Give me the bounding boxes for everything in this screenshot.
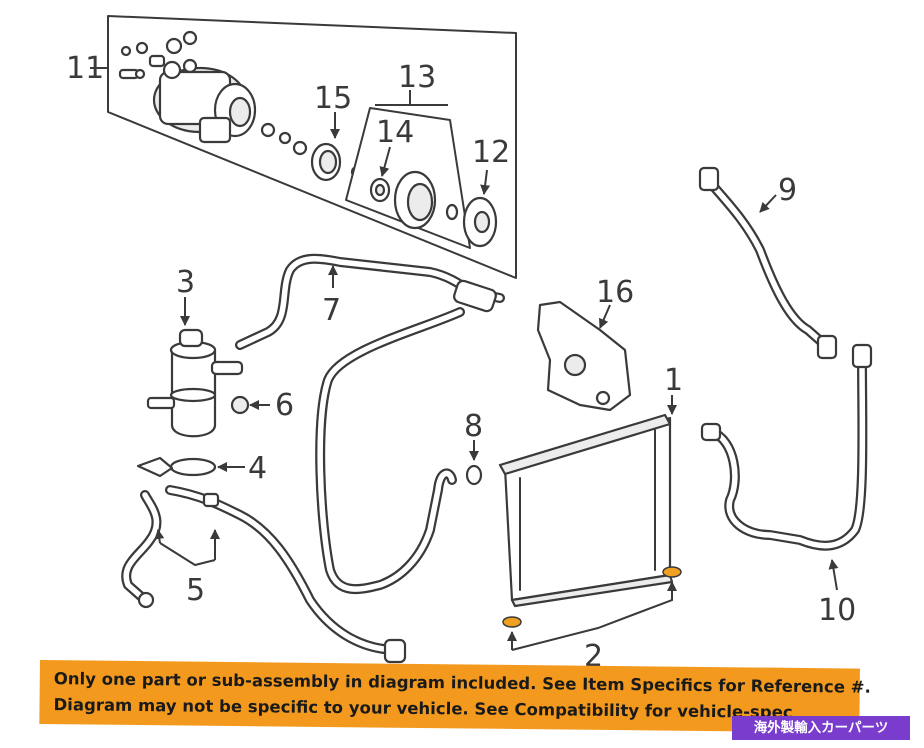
callout-10: 10	[818, 593, 856, 628]
callout-8: 8	[464, 409, 483, 444]
o-ring-icon	[465, 440, 483, 486]
hose-line-10	[700, 343, 873, 591]
callout-13: 13	[398, 60, 436, 95]
condenser-bracket-icon	[536, 300, 632, 412]
hose-line-9	[698, 166, 838, 360]
clutch-hub-icon	[369, 170, 459, 230]
callout-3: 3	[176, 265, 195, 300]
callout-15: 15	[314, 81, 352, 116]
callout-7: 7	[322, 293, 341, 328]
compressor-panel	[90, 15, 517, 279]
disclaimer-line-1: Only one part or sub-assembly in diagram…	[53, 669, 871, 697]
callout-1: 1	[664, 363, 683, 398]
callout-5: 5	[186, 573, 205, 608]
callout-14: 14	[376, 115, 414, 150]
disclaimer-line-2: Diagram may not be specific to your vehi…	[53, 695, 793, 722]
callout-4: 4	[248, 451, 267, 486]
callout-9: 9	[778, 173, 797, 208]
callout-16: 16	[596, 275, 634, 310]
callout-12: 12	[472, 135, 510, 170]
callout-11: 11	[66, 51, 104, 86]
receiver-drier-icon	[146, 297, 244, 438]
compressor-icon	[152, 58, 257, 144]
drier-bracket-icon	[136, 456, 245, 478]
clutch-plate-icon	[462, 196, 498, 248]
hose-line-7	[235, 253, 505, 350]
hose-line-5	[121, 485, 407, 664]
import-parts-badge: 海外製輸入カーパーツ	[732, 716, 910, 740]
gasket-set-icon	[502, 566, 682, 651]
condenser-icon	[498, 395, 677, 608]
callout-6: 6	[275, 388, 294, 423]
hose-long	[315, 307, 465, 595]
cap-icon	[230, 395, 270, 415]
fitting-set-icon	[118, 30, 308, 156]
